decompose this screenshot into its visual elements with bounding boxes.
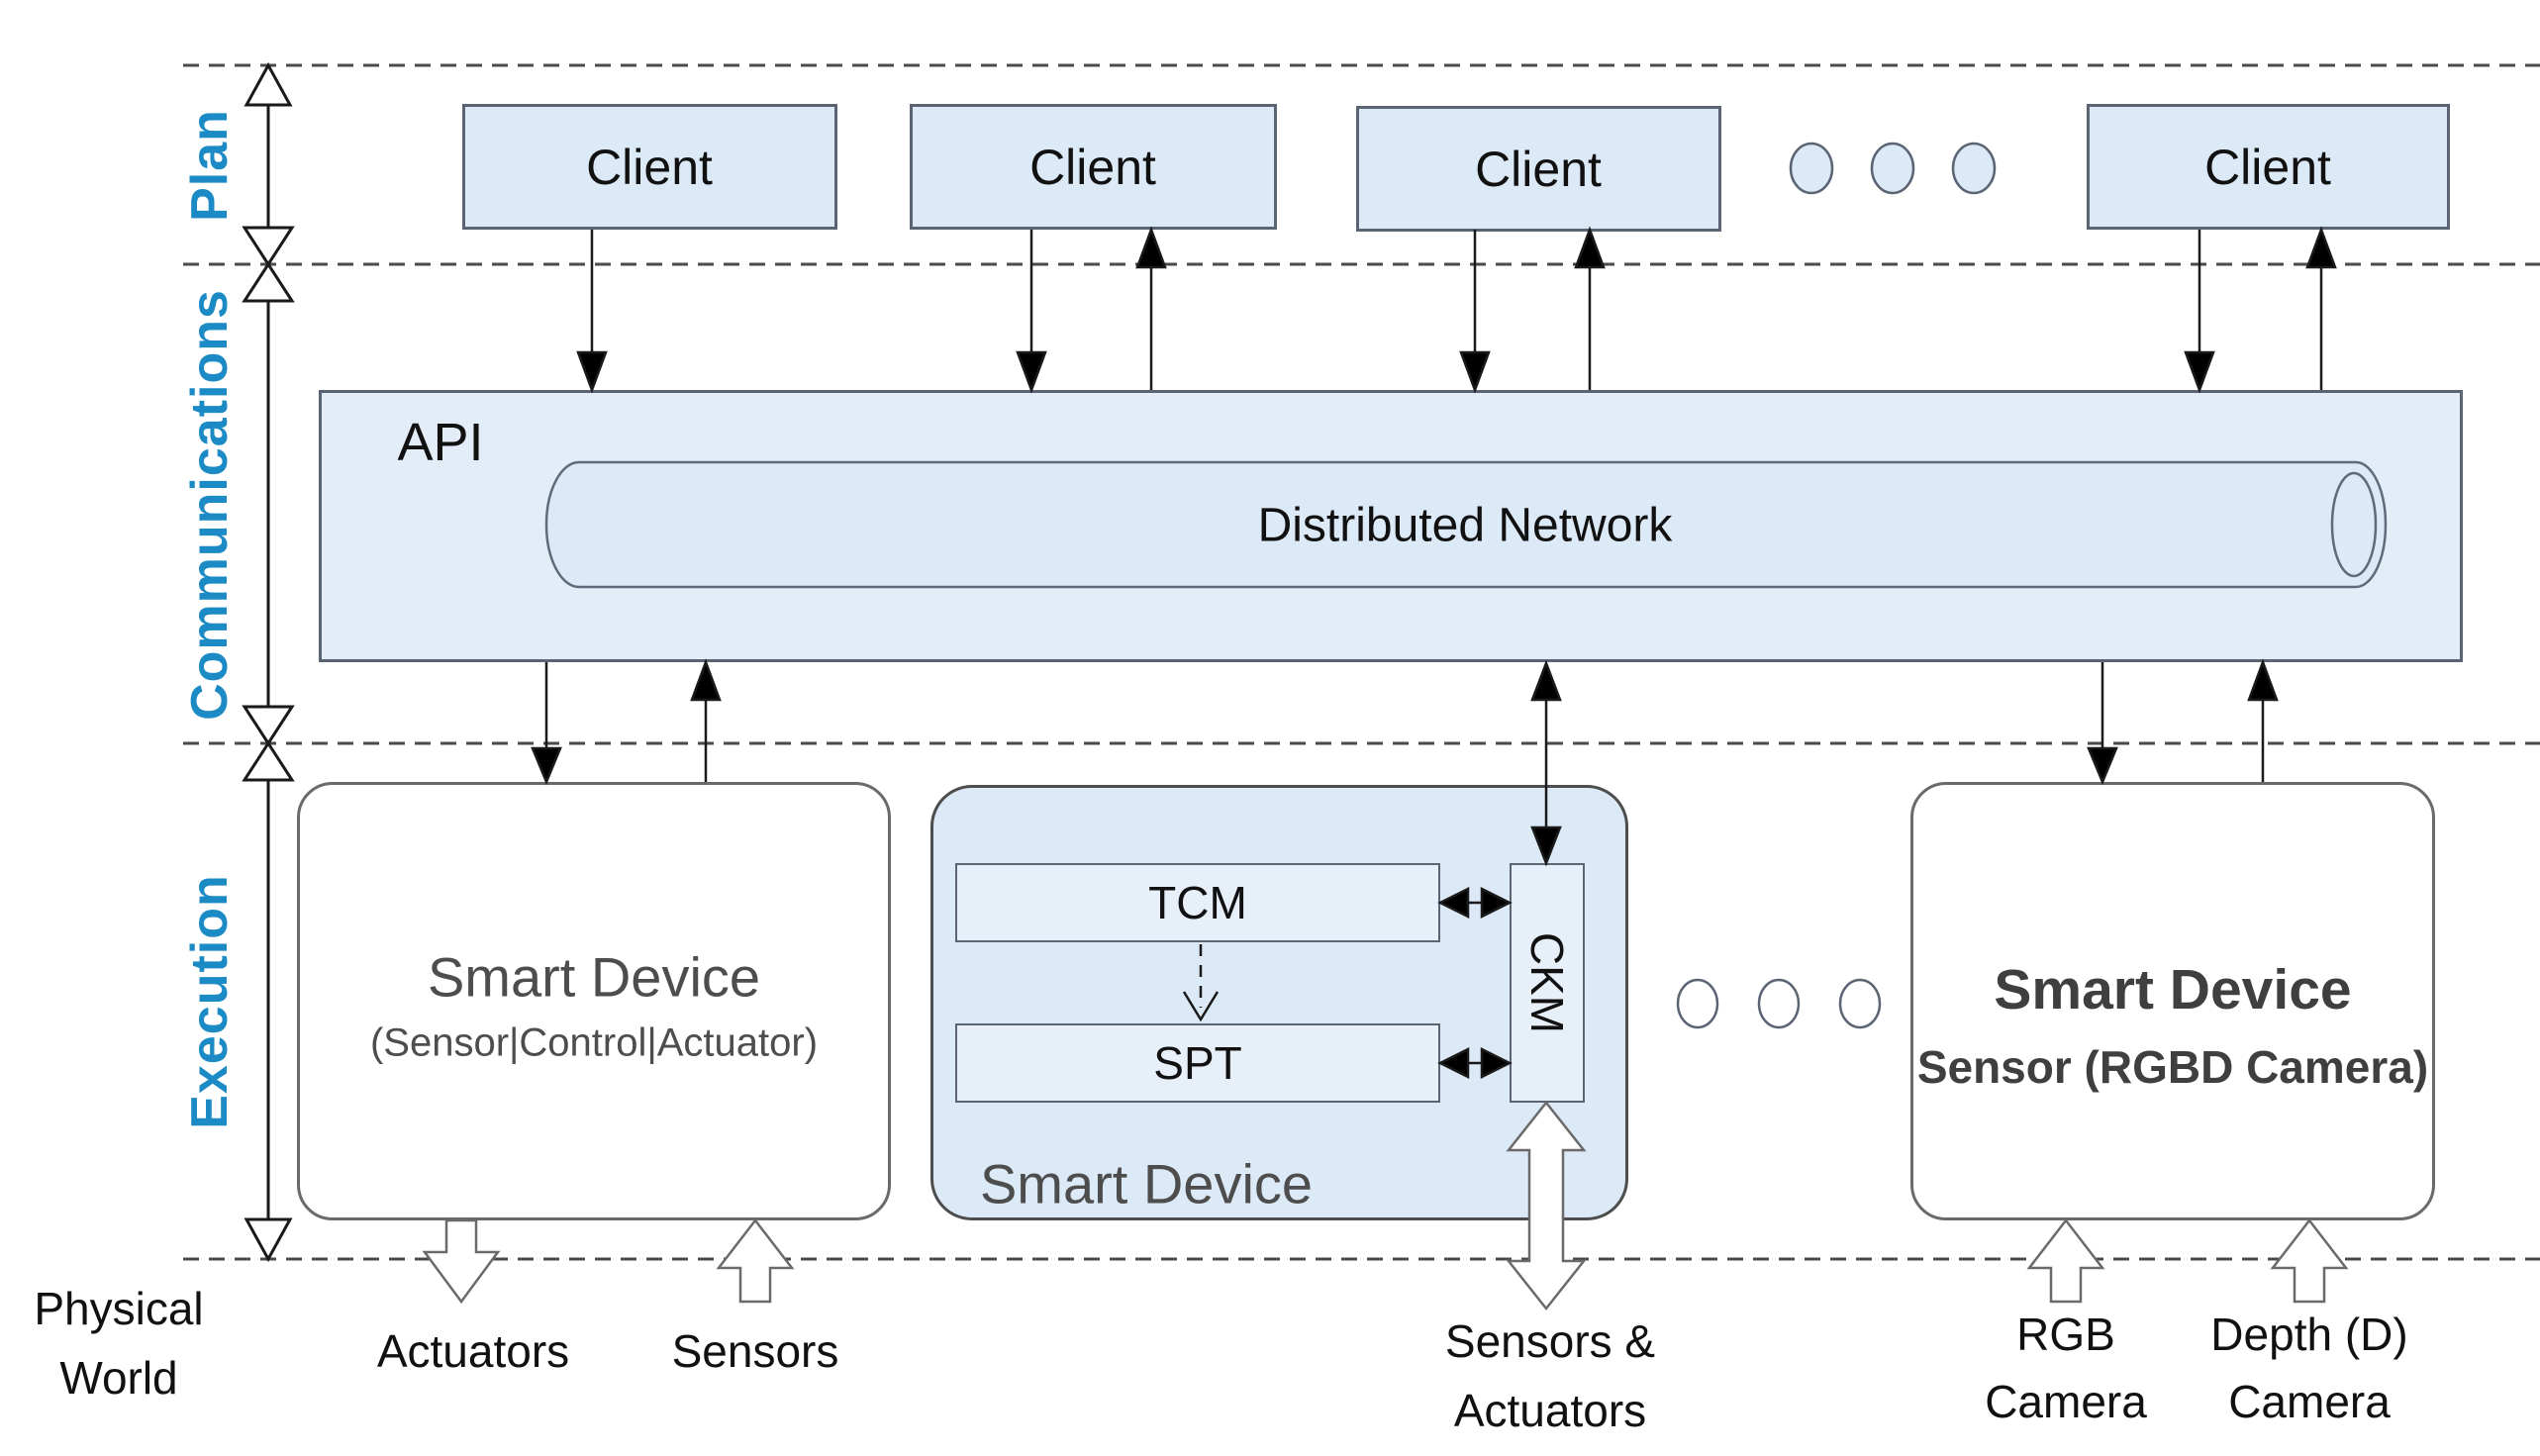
smart-device-right-subtitle: Sensor (RGBD Camera) <box>1916 1041 2429 1093</box>
sensors-up-arrow-icon <box>716 1217 795 1304</box>
arrow-down-api-right-device-icon <box>2087 662 2118 786</box>
tcm-ckm-double-arrow-icon <box>1437 886 1513 920</box>
ckm-label: CKM <box>1521 931 1573 1034</box>
client-label-4: Client <box>2204 140 2331 195</box>
rgb-camera-up-arrow-icon <box>2026 1217 2105 1304</box>
actuators-label: Actuators <box>376 1325 570 1377</box>
tcm-spt-dashed-arrow-icon <box>1182 944 1220 1022</box>
client-label-1: Client <box>586 140 713 195</box>
smart-device-left-title: Smart Device <box>427 945 761 1009</box>
arrow-up-left-device-api-icon <box>690 658 722 782</box>
client-api-arrows <box>576 226 2337 394</box>
arrow-bidirectional-api-ckm-icon <box>1530 659 1562 867</box>
arrow-up-right-device-api-icon <box>2247 658 2279 782</box>
smart-device-left-subtitle: (Sensor|Control|Actuator) <box>369 1020 819 1065</box>
layer-label-execution: Execution <box>181 874 239 1129</box>
smart-device-left-box <box>297 782 891 1220</box>
distributed-network-label: Distributed Network <box>1257 499 1673 552</box>
client-box-4 <box>2087 104 2450 230</box>
layer-label-communications: Communications <box>181 289 239 721</box>
rgb-camera-label-line2: Camera <box>1985 1376 2147 1427</box>
api-device-arrows <box>531 658 2279 867</box>
spt-label: SPT <box>1153 1037 1242 1089</box>
actuators-down-arrow-icon <box>422 1218 501 1305</box>
layer-boundary-dashed-lines <box>183 63 2540 1261</box>
arrow-down-client4-api-icon <box>2184 230 2215 394</box>
ckm-box <box>1510 863 1585 1103</box>
arrow-up-api-client2-icon <box>1135 226 1167 390</box>
arrow-down-api-left-device-icon <box>531 662 562 786</box>
sensors-actuators-double-arrow-icon <box>1506 1100 1587 1311</box>
smart-device-right-title: Smart Device <box>1994 958 2352 1021</box>
tcm-box <box>955 863 1440 942</box>
layer-axis-arrow-icon <box>242 61 295 1263</box>
physical-world-arrows <box>422 1100 2349 1311</box>
smart-device-right-box <box>1910 782 2435 1220</box>
tcm-label: TCM <box>1148 877 1247 928</box>
rgb-camera-label-line1: RGB <box>2016 1309 2115 1360</box>
client-box-1 <box>462 104 837 230</box>
spt-ckm-double-arrow-icon <box>1437 1046 1513 1080</box>
depth-camera-label-line1: Depth (D) <box>2210 1309 2408 1360</box>
layer-label-plan: Plan <box>181 109 239 222</box>
arrow-down-client1-api-icon <box>576 230 608 394</box>
client-label-2: Client <box>1029 140 1156 195</box>
distributed-network-cylinder-icon <box>544 460 2388 589</box>
smart-device-middle-title: Smart Device <box>979 1152 1314 1215</box>
sensors-actuators-label-line1: Sensors & <box>1444 1315 1656 1367</box>
arrow-down-client3-api-icon <box>1459 230 1491 394</box>
sensors-label: Sensors <box>671 1325 839 1377</box>
arrow-up-api-client4-icon <box>2305 226 2337 390</box>
depth-camera-label-line2: Camera <box>2228 1376 2391 1427</box>
sensors-actuators-label-line2: Actuators <box>1453 1385 1647 1436</box>
client-box-3 <box>1356 106 1721 232</box>
device-ellipsis-dots-icon <box>1676 978 1882 1029</box>
depth-camera-up-arrow-icon <box>2270 1217 2349 1304</box>
api-label: API <box>397 413 484 472</box>
client-ellipsis-dots-icon <box>1789 142 1997 195</box>
spt-box <box>955 1023 1440 1103</box>
client-label-3: Client <box>1475 142 1602 197</box>
arrow-up-api-client3-icon <box>1574 226 1606 390</box>
physical-world-label-line1: Physical <box>34 1283 204 1334</box>
client-box-2 <box>910 104 1277 230</box>
arrow-down-client2-api-icon <box>1016 230 1047 394</box>
physical-world-label-line2: World <box>59 1352 178 1404</box>
